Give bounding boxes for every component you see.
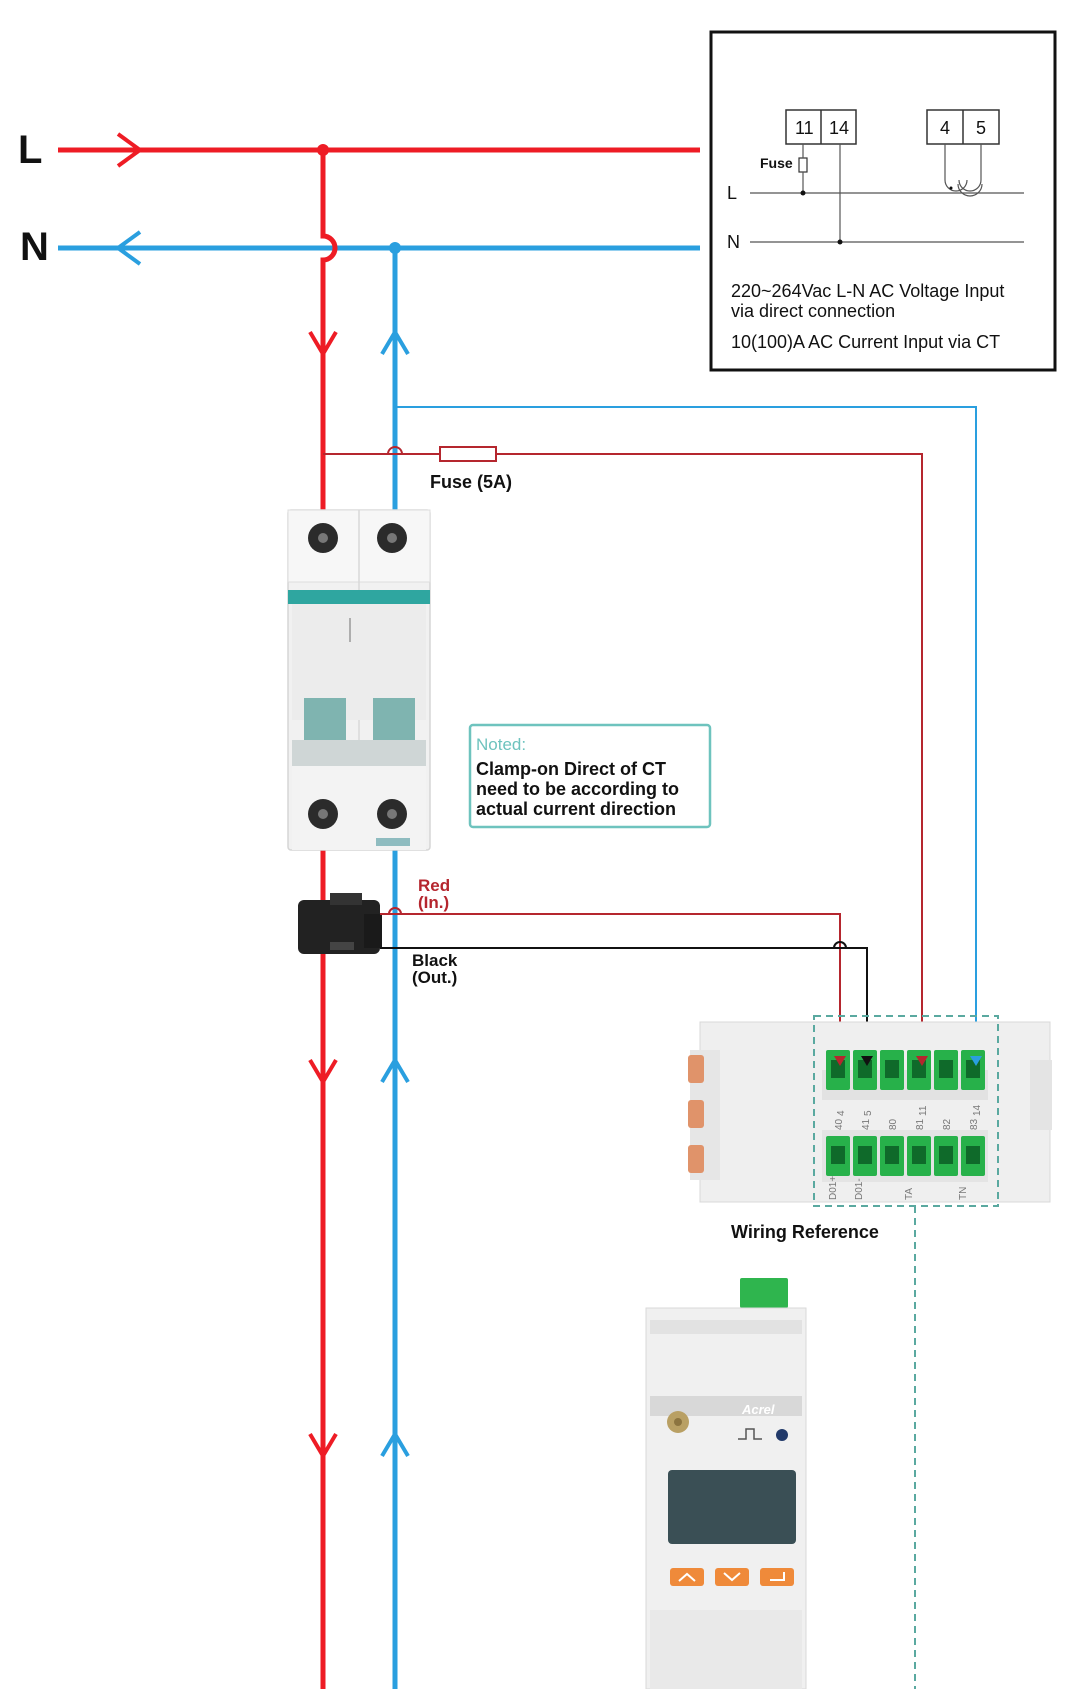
terminal-top-label-4: 14 — [972, 1104, 983, 1116]
n-up-arrow-icon-2 — [380, 1056, 410, 1084]
pulse-icon — [738, 1428, 762, 1440]
fuse-icon — [439, 446, 497, 462]
inset-fuse-icon — [798, 157, 808, 173]
terminal-screw-top-3 — [885, 1060, 899, 1078]
terminal-screw-top-2 — [858, 1060, 872, 1078]
live-sense-wire-b — [496, 453, 923, 1058]
n-arrow-icon — [114, 230, 142, 266]
neutral-sense-wire — [395, 406, 977, 1058]
ct-red-sublabel: (In.) — [418, 893, 449, 912]
terminal-screw-bottom-2 — [858, 1146, 872, 1164]
inset-box — [709, 30, 1057, 372]
terminal-arrow-3 — [916, 1056, 928, 1066]
l-drop-upper — [320, 150, 338, 510]
meter-display — [668, 1470, 796, 1544]
inset-terminal-5: 5 — [976, 118, 986, 138]
fuse-label: Fuse (5A) — [430, 472, 512, 492]
inset-desc-line1: 220~264Vac L-N AC Voltage Input — [731, 281, 1004, 301]
ct-clamp — [298, 893, 382, 954]
ct-black-sublabel: (Out.) — [412, 968, 457, 987]
n-up-arrow-icon-3 — [380, 1430, 410, 1458]
meter-brand: Acrel — [741, 1402, 775, 1417]
n-line-label: N — [20, 225, 49, 269]
terminal-arrow-1 — [834, 1056, 846, 1066]
terminal-arrow-2 — [861, 1056, 873, 1066]
ct-black-label: Black — [412, 951, 458, 970]
l-down-arrow-icon — [308, 330, 338, 358]
inset-fuse-label: Fuse — [760, 155, 793, 171]
terminal-screw-bottom-6 — [966, 1146, 980, 1164]
terminal-mid-label-2: 41 — [861, 1118, 872, 1130]
terminal-mid-label-4: 81 — [915, 1118, 926, 1130]
inset-terminal-11: 11 — [795, 118, 814, 138]
terminal-screw-bottom-5 — [939, 1146, 953, 1164]
pulse-led — [776, 1429, 788, 1441]
chevron-up-icon — [678, 1572, 696, 1582]
ct-black-wire — [380, 947, 868, 1058]
chevron-down-icon — [723, 1572, 741, 1582]
l-arrow-icon — [116, 132, 144, 168]
terminal-mid-label-6: 83 — [969, 1118, 980, 1130]
note-title: Noted: — [476, 735, 526, 754]
terminal-top-label-2: 5 — [863, 1110, 874, 1116]
meter-enter-button[interactable] — [760, 1568, 794, 1586]
inset-desc-line3: 10(100)A AC Current Input via CT — [731, 332, 1000, 352]
terminal-screw-bottom-3 — [885, 1146, 899, 1164]
terminal-screw-top-1 — [831, 1060, 845, 1078]
terminal-screw-bottom-4 — [912, 1146, 926, 1164]
note-line1: Clamp-on Direct of CT — [476, 759, 666, 779]
inset-ct-loop — [944, 144, 968, 192]
note-line2: need to be according to — [476, 779, 679, 799]
circuit-breaker — [287, 509, 431, 851]
terminal-mid-label-3: 80 — [888, 1118, 899, 1130]
ct-red-wire — [380, 913, 841, 1058]
terminal-bottom-label-1: D01+ — [828, 1176, 839, 1200]
terminal-top-label-3: 11 — [918, 1105, 929, 1116]
inset-l-label: L — [727, 183, 737, 203]
terminal-bottom-label-3: TA — [904, 1188, 915, 1200]
terminal-highlight — [813, 1015, 999, 1207]
inset-n-label: N — [727, 232, 740, 252]
meter-down-button[interactable] — [715, 1568, 749, 1586]
terminal-arrow-4 — [970, 1056, 982, 1066]
inset-terminal-14: 14 — [829, 118, 849, 138]
meter-up-button[interactable] — [670, 1568, 704, 1586]
terminal-bottom-label-4: TN — [958, 1187, 969, 1200]
inset-desc-line2: via direct connection — [731, 301, 895, 321]
note-box — [468, 723, 712, 829]
energy-meter: Acrel — [645, 1278, 807, 1689]
inset-terminal-4: 4 — [940, 118, 950, 138]
l-down-arrow-icon-3 — [308, 1432, 338, 1460]
note-line3: actual current direction — [476, 799, 676, 819]
terminal-screw-bottom-1 — [831, 1146, 845, 1164]
ct-red-label: Red — [418, 876, 450, 895]
l-line-label: L — [18, 128, 42, 172]
n-up-arrow-icon — [380, 328, 410, 356]
enter-icon — [770, 1572, 785, 1581]
terminal-mid-label-1: 40 — [834, 1118, 845, 1130]
terminal-screw-top-5 — [939, 1060, 953, 1078]
wiring-reference-label: Wiring Reference — [731, 1222, 879, 1242]
terminal-top-label-1: 4 — [836, 1110, 847, 1116]
terminal-mid-label-5: 82 — [942, 1118, 953, 1130]
l-down-arrow-icon-2 — [308, 1058, 338, 1086]
terminal-row-bottom — [826, 1136, 985, 1176]
terminal-bottom-label-2: D01- — [854, 1178, 865, 1200]
